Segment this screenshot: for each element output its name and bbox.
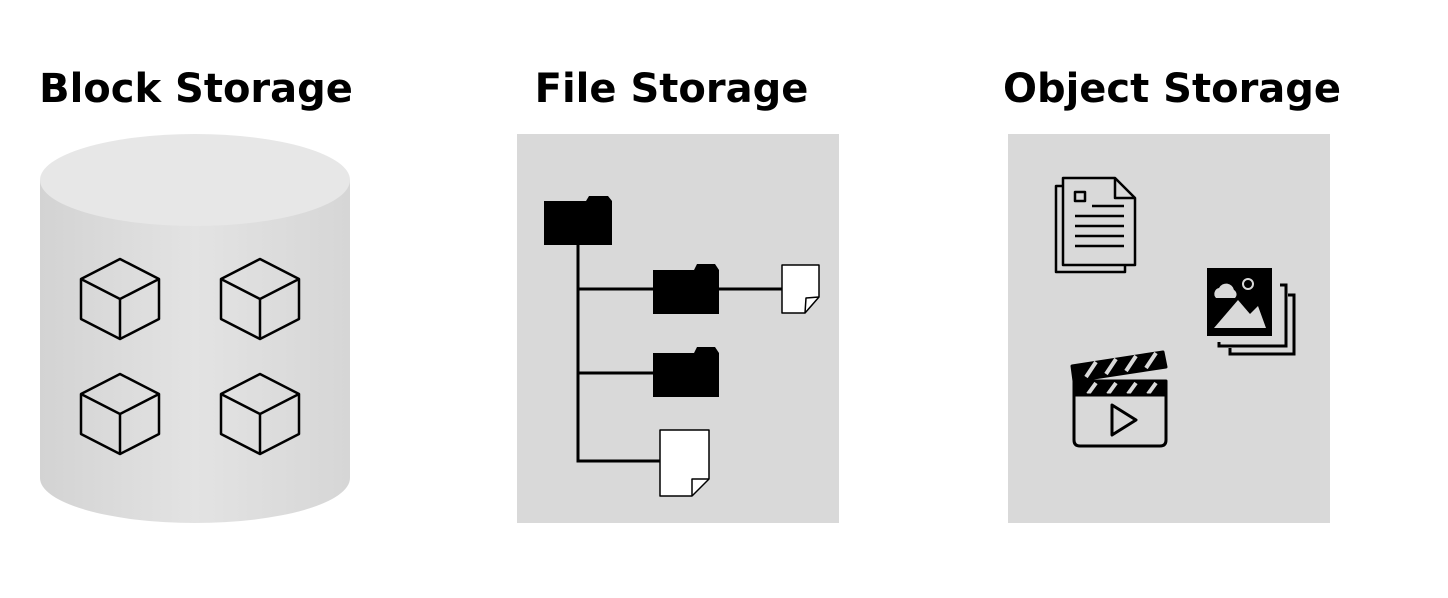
image-stack-icon (1207, 268, 1296, 356)
cylinder-shape (40, 134, 350, 523)
file-icon (781, 264, 820, 314)
cube-icon (79, 257, 161, 341)
folder-icon (653, 264, 719, 314)
folder-icon (653, 347, 719, 397)
cube-icon (219, 257, 301, 341)
cube-icon (79, 372, 161, 456)
file-tree-lines (576, 245, 782, 463)
document-stack-icon (1054, 176, 1137, 274)
object-storage-panel (1008, 134, 1330, 523)
cube-icon (219, 372, 301, 456)
file-storage-title: File Storage (534, 66, 809, 112)
folder-icon (544, 196, 612, 245)
clapperboard-icon (1070, 350, 1168, 448)
block-storage-title: Block Storage (39, 66, 353, 112)
object-storage-title: Object Storage (1002, 66, 1342, 112)
file-icon (659, 429, 710, 497)
